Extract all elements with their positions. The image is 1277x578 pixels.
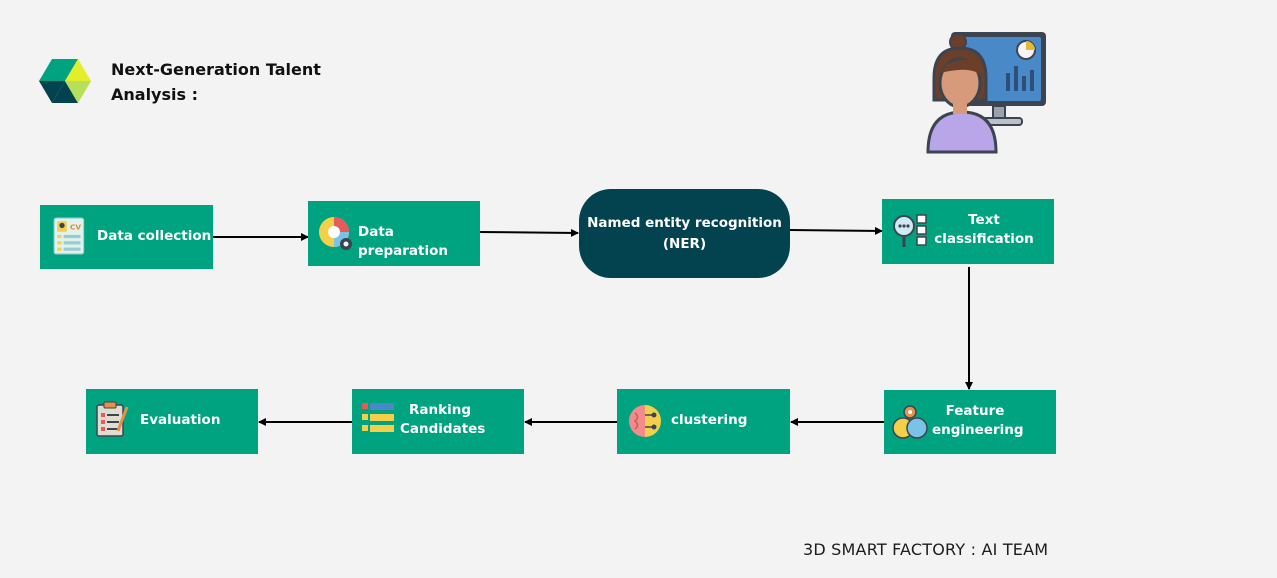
node-evaluation: Evaluation (86, 389, 258, 454)
node-clustering: clustering (617, 389, 790, 454)
node-label: Feature engineering (932, 403, 1024, 438)
svg-text:CV: CV (70, 223, 81, 232)
footer-credit: 3D SMART FACTORY : AI TEAM (803, 540, 1049, 559)
analyst-at-monitor-icon (926, 32, 1046, 154)
node-feature-engineering: Feature engineering (884, 390, 1056, 454)
clipboard-checklist-icon (96, 401, 129, 437)
ranked-bars-icon (362, 403, 394, 432)
node-label: Ranking Candidates (400, 402, 486, 437)
data-pie-gear-icon (319, 217, 352, 250)
node-label: Evaluation (140, 412, 221, 428)
arrow-preparation-to-ner (479, 228, 579, 237)
node-label: Data collection (97, 228, 212, 244)
page-title: Next-Generation Talent Analysis : (111, 60, 321, 104)
node-label: clustering (671, 412, 748, 428)
hexagon-cube-logo-icon (39, 59, 91, 103)
node-text-classification: Text classification (882, 199, 1054, 264)
arrow-ner-to-classification (789, 226, 883, 235)
node-label: Text classification (934, 212, 1034, 247)
node-ranking-candidates: Ranking Candidates (352, 389, 524, 454)
node-data-collection: CV Data collection (40, 205, 213, 269)
cv-document-icon: CV (53, 217, 85, 255)
brain-circuit-icon (629, 405, 661, 437)
node-label: Data preparation (358, 224, 448, 259)
node-ner: Named entity recognition (NER) (579, 189, 790, 278)
node-data-preparation: Data preparation (308, 201, 480, 266)
magnifier-documents-icon (893, 214, 927, 247)
heads-gear-icon (892, 405, 928, 439)
